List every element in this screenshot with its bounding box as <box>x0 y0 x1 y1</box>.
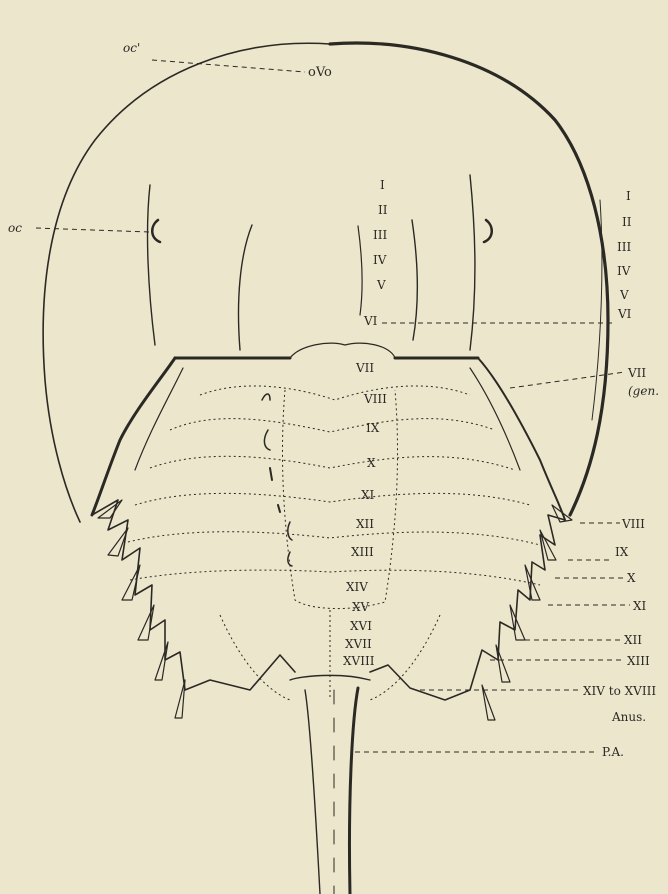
medial-label-XVI: XVI <box>350 619 372 633</box>
medial-label-XII: XII <box>356 517 374 531</box>
medial-label-XIV: XIV <box>346 580 368 594</box>
right-label-X: X <box>627 571 636 585</box>
segment-dotted-lines <box>128 386 540 700</box>
prosoma-interior-lines <box>148 175 492 350</box>
right-label-XIII: XIII <box>627 654 650 668</box>
medial-label-XVIII: XVIII <box>343 654 375 668</box>
opisthosoma-outline <box>92 343 565 700</box>
right-label-II: II <box>622 215 632 229</box>
label-oc-prime: oc' <box>123 41 140 55</box>
medial-label-I: I <box>380 178 385 192</box>
medial-label-III: III <box>373 228 387 242</box>
right-label-XII: XII <box>624 633 642 647</box>
medial-label-VII: VII <box>355 361 374 375</box>
medial-label-V: V <box>376 278 386 292</box>
right-label-III: III <box>617 240 631 254</box>
left-movable-spines <box>98 500 185 718</box>
medial-label-II: II <box>378 203 388 217</box>
right-label-VIII: VIII <box>621 517 645 531</box>
leader-lines <box>36 60 630 752</box>
right-label-XIV-XVIII: XIV to XVIII <box>583 684 656 698</box>
right-label-I: I <box>626 189 631 203</box>
carapace-outline <box>43 43 608 522</box>
medial-label-XIII: XIII <box>351 545 374 559</box>
right-movable-spines <box>482 505 572 720</box>
medial-label-VI: VI <box>363 314 378 328</box>
right-label-IX: IX <box>615 545 629 559</box>
telson <box>290 675 370 894</box>
medial-label-XVII: XVII <box>345 637 372 651</box>
medial-label-VIII: VIII <box>363 392 387 406</box>
right-label-gen-note: (gen. <box>628 384 659 398</box>
right-label-VI: VI <box>617 307 632 321</box>
right-label-VII: VII <box>627 366 646 380</box>
medial-label-IX: IX <box>366 421 380 435</box>
ocelli-glyph: oVo <box>308 65 332 80</box>
label-pa: P.A. <box>602 745 624 759</box>
right-label-IV: IV <box>617 264 631 278</box>
medial-label-XI: XI <box>361 488 375 502</box>
right-label-XI: XI <box>633 599 647 613</box>
medial-label-X: X <box>367 456 376 470</box>
label-oc: oc <box>8 221 22 235</box>
medial-label-IV: IV <box>373 253 387 267</box>
medial-label-XV: XV <box>352 600 370 614</box>
label-anus: Anus. <box>611 710 646 724</box>
right-label-V: V <box>619 288 629 302</box>
